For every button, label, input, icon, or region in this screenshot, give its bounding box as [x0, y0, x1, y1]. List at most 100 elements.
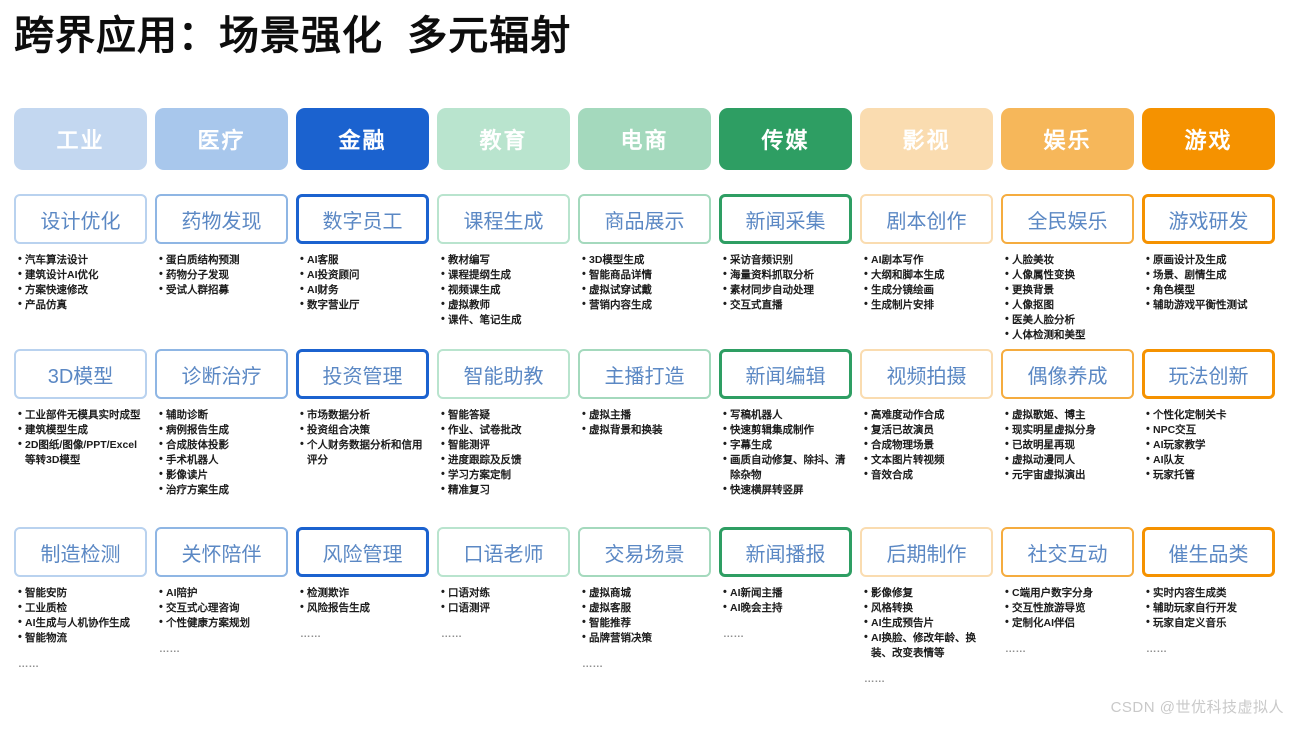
list-item: 虚拟背景和换装: [582, 422, 711, 438]
list-item: 学习方案定制: [441, 467, 570, 483]
feature-list: 口语对练口语测评: [437, 585, 570, 616]
feature-list: 市场数据分析投资组合决策个人财务数据分析和信用评分: [296, 407, 429, 468]
application-block: 制造检测智能安防工业质检AI生成与人机协作生成智能物流 ……: [14, 527, 147, 670]
list-item: AI陪护: [159, 585, 288, 601]
more-items-ellipsis: ……: [582, 657, 603, 670]
list-item: 快速剪辑集成制作: [723, 422, 852, 438]
list-item: 风险报告生成: [300, 600, 429, 616]
column-header[interactable]: 电商: [578, 108, 711, 170]
column-header[interactable]: 医疗: [155, 108, 288, 170]
list-item: 实时内容生成类: [1146, 585, 1275, 601]
application-card[interactable]: 诊断治疗: [155, 349, 288, 399]
list-item: 个性化定制关卡: [1146, 407, 1275, 423]
list-item: 海量资料抓取分析: [723, 267, 852, 283]
column-header[interactable]: 金融: [296, 108, 429, 170]
application-card[interactable]: 制造检测: [14, 527, 147, 577]
feature-list: 虚拟商城虚拟客服智能推荐品牌营销决策: [578, 585, 711, 646]
application-card[interactable]: 风险管理: [296, 527, 429, 577]
list-item: 智能商品详情: [582, 267, 711, 283]
application-card[interactable]: 社交互动: [1001, 527, 1134, 577]
list-item: 个性健康方案规划: [159, 615, 288, 631]
application-card[interactable]: 新闻采集: [719, 194, 852, 244]
application-block: 课程生成教材编写课程提纲生成视频课生成虚拟教师课件、笔记生成: [437, 194, 570, 328]
application-card[interactable]: 偶像养成: [1001, 349, 1134, 399]
more-items-ellipsis: ……: [1005, 642, 1026, 655]
more-items-ellipsis: ……: [18, 657, 39, 670]
feature-list: 工业部件无模具实时成型建筑模型生成2D图纸/图像/PPT/Excel等转3D模型: [14, 407, 147, 468]
application-card[interactable]: 药物发现: [155, 194, 288, 244]
application-block: 视频拍摄高难度动作合成复活已故演员合成物理场景文本图片转视频音效合成: [860, 349, 993, 483]
list-item: 虚拟歌姬、博主: [1005, 407, 1134, 423]
list-item: 手术机器人: [159, 452, 288, 468]
list-item: 原画设计及生成: [1146, 252, 1275, 268]
list-item: 交互式心理咨询: [159, 600, 288, 616]
application-card[interactable]: 数字员工: [296, 194, 429, 244]
application-card[interactable]: 催生品类: [1142, 527, 1275, 577]
list-item: 生成分镜绘画: [864, 282, 993, 298]
application-matrix: 工业设计优化汽车算法设计建筑设计AI优化方案快速修改产品仿真3D模型工业部件无模…: [14, 108, 1286, 685]
list-item: 复活已故演员: [864, 422, 993, 438]
application-card[interactable]: 主播打造: [578, 349, 711, 399]
list-item: 作业、试卷批改: [441, 422, 570, 438]
industry-column: 工业设计优化汽车算法设计建筑设计AI优化方案快速修改产品仿真3D模型工业部件无模…: [14, 108, 147, 670]
list-item: 辅助游戏平衡性测试: [1146, 297, 1275, 313]
list-item: 快速横屏转竖屏: [723, 482, 852, 498]
list-item: 建筑设计AI优化: [18, 267, 147, 283]
application-block: 交易场景虚拟商城虚拟客服智能推荐品牌营销决策 ……: [578, 527, 711, 670]
application-block: 新闻采集采访音频识别海量资料抓取分析素材同步自动处理交互式直播: [719, 194, 852, 313]
application-card[interactable]: 剧本创作: [860, 194, 993, 244]
list-item: 课程提纲生成: [441, 267, 570, 283]
feature-list: AI剧本写作大纲和脚本生成生成分镜绘画生成制片安排: [860, 252, 993, 313]
list-item: 智能安防: [18, 585, 147, 601]
application-card[interactable]: 关怀陪伴: [155, 527, 288, 577]
column-header[interactable]: 传媒: [719, 108, 852, 170]
application-card[interactable]: 全民娱乐: [1001, 194, 1134, 244]
column-header[interactable]: 游戏: [1142, 108, 1275, 170]
application-card[interactable]: 新闻编辑: [719, 349, 852, 399]
application-card[interactable]: 玩法创新: [1142, 349, 1275, 399]
feature-list: AI陪护交互式心理咨询个性健康方案规划: [155, 585, 288, 631]
list-item: 更换背景: [1005, 282, 1134, 298]
list-item: 人体检测和美型: [1005, 327, 1134, 343]
application-card[interactable]: 视频拍摄: [860, 349, 993, 399]
feature-list: 辅助诊断病例报告生成合成肢体投影手术机器人影像读片治疗方案生成: [155, 407, 288, 497]
application-block: 投资管理市场数据分析投资组合决策个人财务数据分析和信用评分: [296, 349, 429, 468]
list-item: 大纲和脚本生成: [864, 267, 993, 283]
application-block: 后期制作影像修复风格转换AI生成预告片AI换脸、修改年龄、换装、改变表情等……: [860, 527, 993, 685]
column-header[interactable]: 教育: [437, 108, 570, 170]
list-item: 口语对练: [441, 585, 570, 601]
feature-list: 智能答疑作业、试卷批改智能测评进度跟踪及反馈学习方案定制精准复习: [437, 407, 570, 497]
application-card[interactable]: 智能助教: [437, 349, 570, 399]
list-item: AI队友: [1146, 452, 1275, 468]
list-item: 医美人脸分析: [1005, 312, 1134, 328]
industry-column: 电商商品展示3D模型生成智能商品详情虚拟试穿试戴营销内容生成主播打造虚拟主播虚拟…: [578, 108, 711, 670]
column-header[interactable]: 娱乐: [1001, 108, 1134, 170]
application-card[interactable]: 新闻播报: [719, 527, 852, 577]
list-item: 场景、剧情生成: [1146, 267, 1275, 283]
list-item: 素材同步自动处理: [723, 282, 852, 298]
application-block: 智能助教智能答疑作业、试卷批改智能测评进度跟踪及反馈学习方案定制精准复习: [437, 349, 570, 497]
column-header[interactable]: 工业: [14, 108, 147, 170]
industry-column: 教育课程生成教材编写课程提纲生成视频课生成虚拟教师课件、笔记生成智能助教智能答疑…: [437, 108, 570, 668]
list-item: 蛋白质结构预测: [159, 252, 288, 268]
application-card[interactable]: 游戏研发: [1142, 194, 1275, 244]
list-item: AI剧本写作: [864, 252, 993, 268]
list-item: 产品仿真: [18, 297, 147, 313]
application-card[interactable]: 商品展示: [578, 194, 711, 244]
application-card[interactable]: 口语老师: [437, 527, 570, 577]
application-card[interactable]: 投资管理: [296, 349, 429, 399]
application-card[interactable]: 后期制作: [860, 527, 993, 577]
application-card[interactable]: 交易场景: [578, 527, 711, 577]
more-items-ellipsis: ……: [864, 672, 885, 685]
application-card[interactable]: 3D模型: [14, 349, 147, 399]
column-header[interactable]: 影视: [860, 108, 993, 170]
list-item: 汽车算法设计: [18, 252, 147, 268]
application-card[interactable]: 课程生成: [437, 194, 570, 244]
feature-list: 智能安防工业质检AI生成与人机协作生成智能物流: [14, 585, 147, 646]
list-item: 合成物理场景: [864, 437, 993, 453]
application-block: 新闻编辑写稿机器人快速剪辑集成制作字幕生成画质自动修复、除抖、清除杂物快速横屏转…: [719, 349, 852, 497]
more-items-ellipsis: ……: [159, 642, 180, 655]
application-card[interactable]: 设计优化: [14, 194, 147, 244]
list-item: 进度跟踪及反馈: [441, 452, 570, 468]
list-item: AI财务: [300, 282, 429, 298]
